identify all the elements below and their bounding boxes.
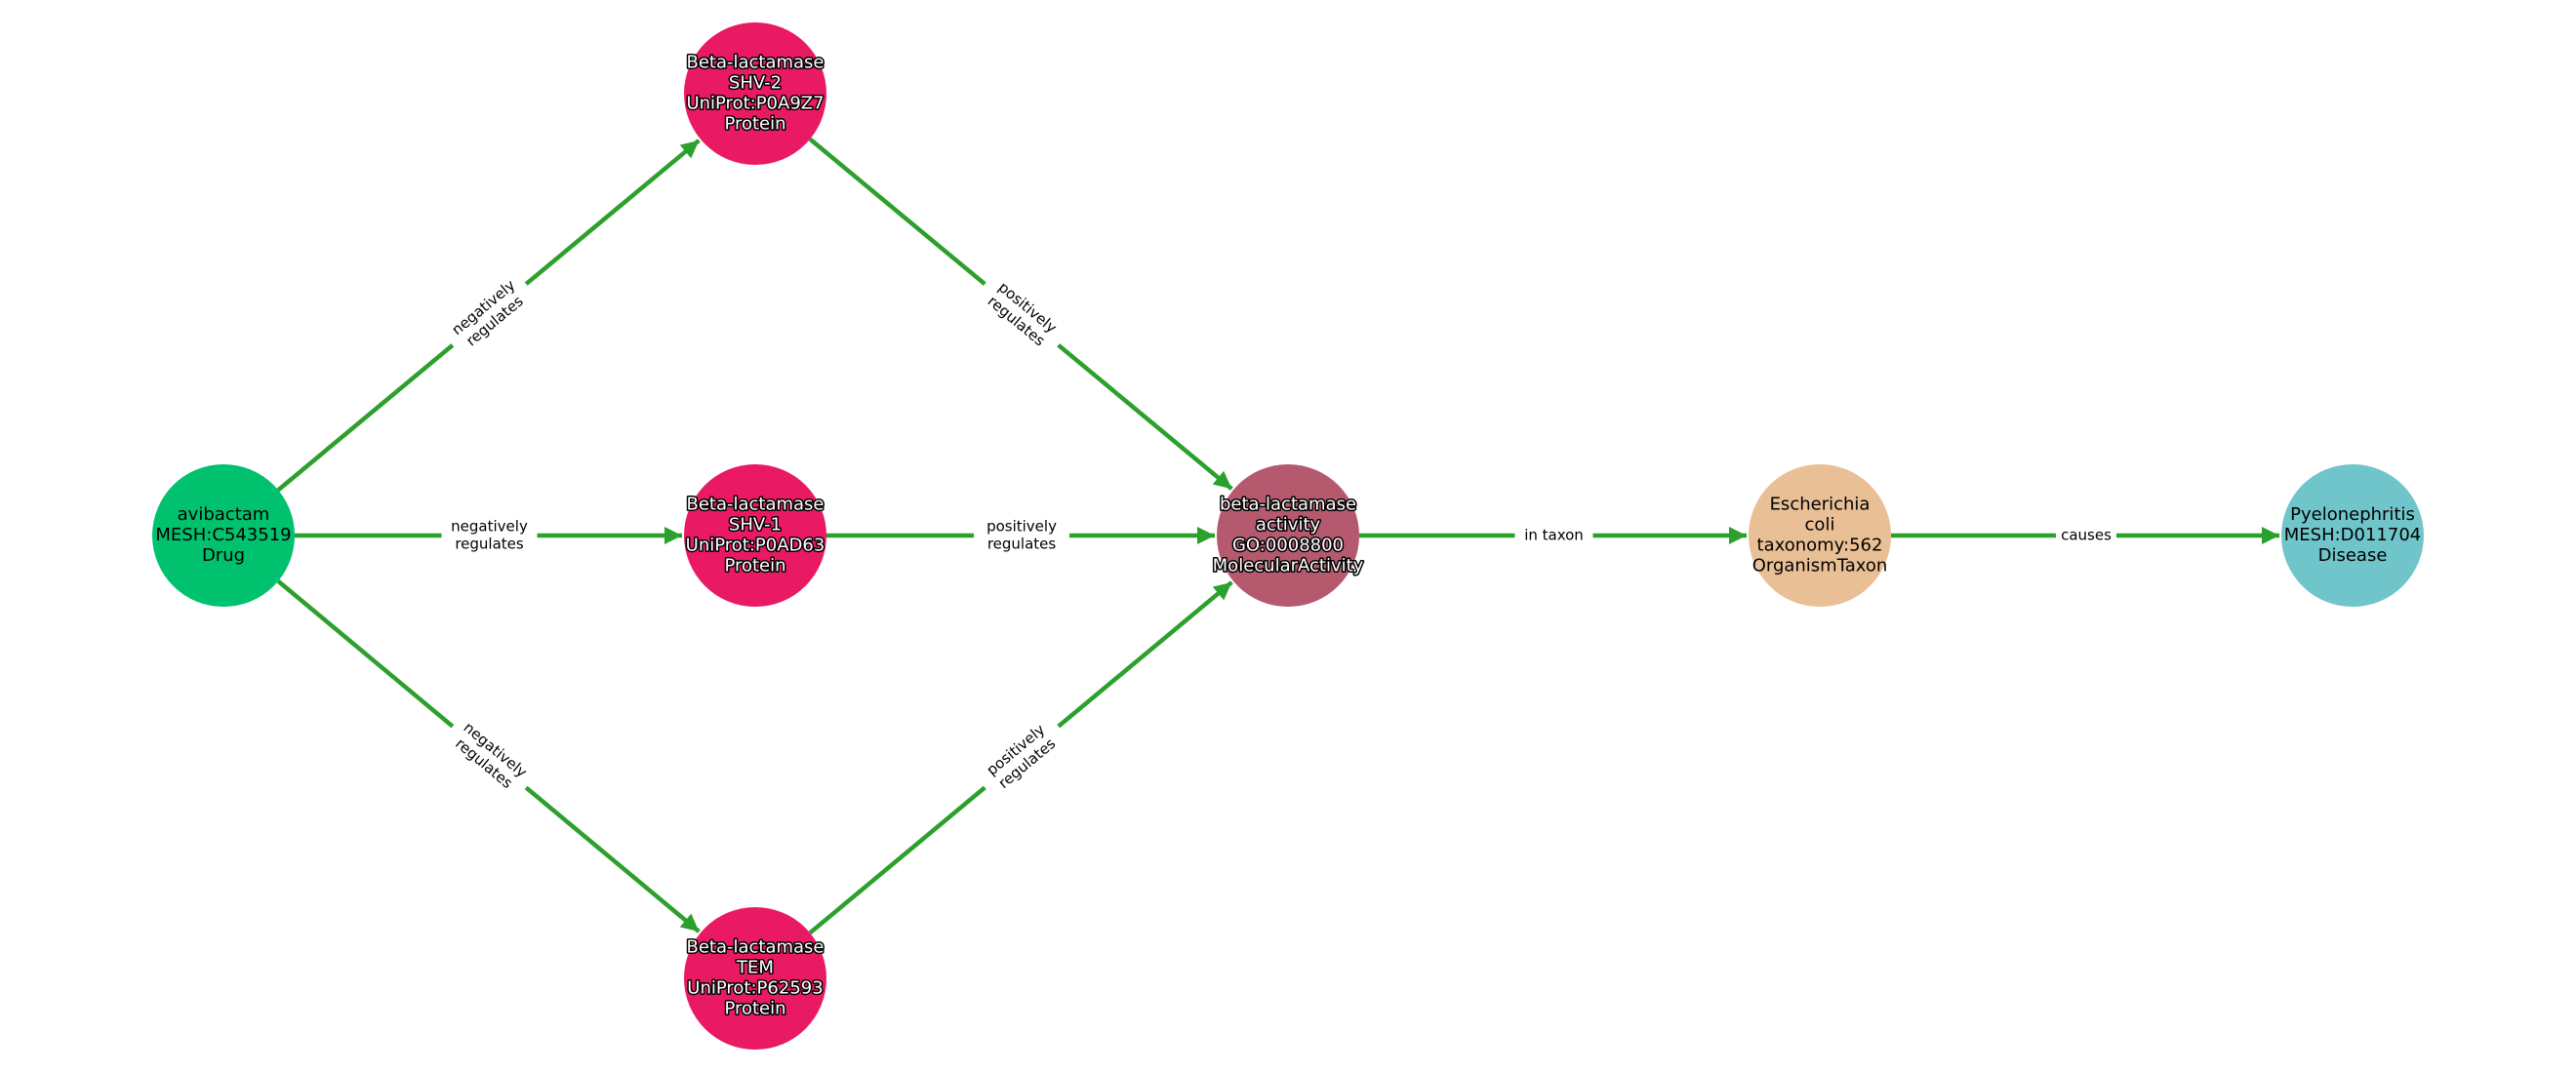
node-label-line: MESH:D011704 — [2284, 525, 2422, 545]
node-label-line: Disease — [2318, 545, 2388, 566]
node-label-line: Beta-lactamase — [686, 53, 824, 73]
edge-label-background — [972, 268, 1071, 361]
node-circle[interactable] — [1217, 464, 1359, 607]
node-label-line: Protein — [724, 114, 785, 135]
edge-label-background — [972, 711, 1071, 803]
edge-ecoli-pyelo: causes — [1891, 525, 2279, 546]
edge-bla-ecoli: in taxon — [1359, 525, 1747, 546]
node-label-line: UniProt:P0A9Z7 — [686, 94, 824, 114]
edge-label-background — [1514, 525, 1593, 546]
nodes-layer: avibactamMESH:C543519DrugBeta-lactamaseS… — [152, 22, 2424, 1050]
edge-label-background — [441, 516, 538, 555]
node-label-line: coli — [1805, 515, 1835, 536]
node-circle[interactable] — [2281, 464, 2424, 607]
node-label-line: UniProt:P62593 — [687, 978, 823, 999]
node-label-line: Beta-lactamase — [686, 937, 824, 958]
node-label-line: Beta-lactamase — [686, 495, 824, 515]
node-label-line: SHV-1 — [729, 515, 782, 536]
node-label-line: Drug — [202, 545, 245, 566]
edge-label-text: negatively — [451, 518, 528, 536]
edge-label-text: positively — [986, 518, 1057, 536]
node-label-line: activity — [1256, 515, 1321, 536]
edge-label-text: regulates — [455, 536, 524, 553]
node-circle[interactable] — [684, 907, 826, 1050]
node-label-line: Protein — [724, 556, 785, 576]
edge-label-text: regulates — [987, 536, 1057, 553]
node-bla[interactable]: beta-lactamaseactivityGO:0008800Molecula… — [1211, 464, 1365, 607]
edge-label-background — [440, 268, 539, 361]
node-label-line: MESH:C543519 — [155, 525, 291, 545]
edge-label: in taxon — [1514, 525, 1593, 546]
node-label-line: Pyelonephritis — [2290, 504, 2415, 525]
node-label-line: beta-lactamase — [1220, 495, 1356, 515]
edge-label-background — [2056, 525, 2116, 546]
edge-label-text: in taxon — [1524, 527, 1584, 544]
edge-label-background — [974, 516, 1069, 555]
node-label-line: TEM — [736, 958, 774, 978]
edge-label: causes — [2056, 525, 2116, 546]
node-circle[interactable] — [684, 22, 826, 165]
node-label-line: Escherichia — [1770, 495, 1871, 515]
node-label-line: GO:0008800 — [1232, 536, 1344, 556]
node-circle[interactable] — [1749, 464, 1891, 607]
node-label-line: avibactam — [178, 504, 270, 525]
node-circle[interactable] — [152, 464, 295, 607]
node-label-line: UniProt:P0AD63 — [686, 536, 825, 556]
node-label-line: SHV-2 — [729, 73, 782, 94]
node-label-line: Protein — [724, 999, 785, 1019]
edge-label-text: causes — [2061, 527, 2112, 544]
node-label-line: taxonomy:562 — [1757, 536, 1883, 556]
node-circle[interactable] — [684, 464, 826, 607]
node-label-line: MolecularActivity — [1213, 556, 1364, 576]
node-label-line: OrganismTaxon — [1752, 556, 1888, 576]
edge-label-background — [440, 711, 539, 803]
